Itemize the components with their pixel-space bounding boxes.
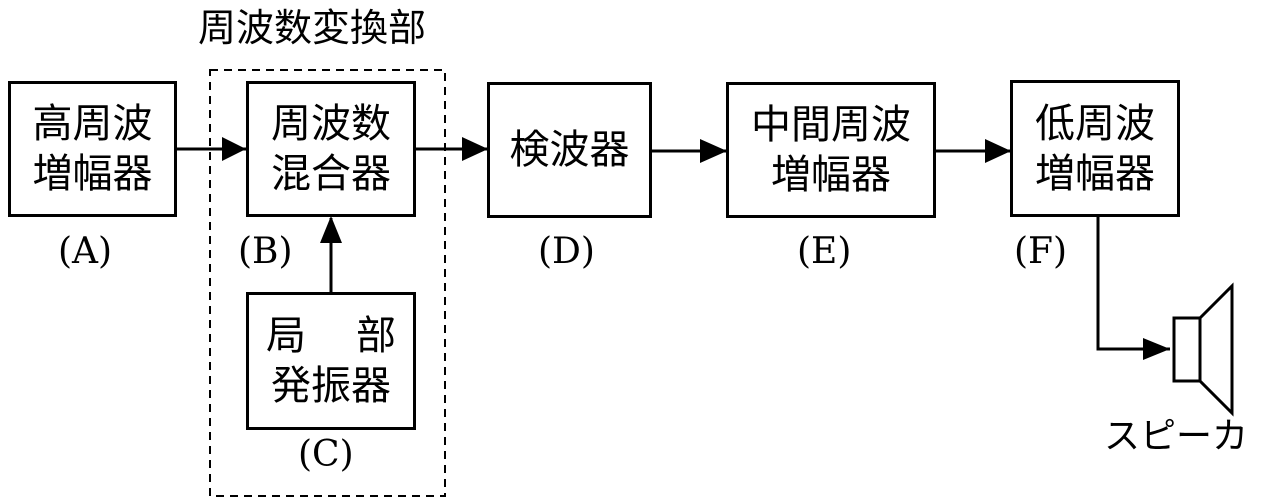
- block-rf-amplifier: 高周波 増幅器: [8, 81, 177, 217]
- block-e-line2: 増幅器: [771, 152, 891, 198]
- block-a-line1: 高周波: [32, 101, 153, 147]
- block-frequency-mixer: 周波数 混合器: [246, 81, 416, 217]
- block-b-line2: 混合器: [271, 151, 391, 197]
- block-detector: 検波器: [487, 82, 652, 218]
- label-f: (F): [1014, 231, 1068, 272]
- arrow-f-to-speaker: [1096, 216, 1170, 351]
- block-if-amplifier: 中間周波 増幅器: [726, 82, 936, 218]
- speaker-icon: [1172, 282, 1234, 417]
- block-f-line1: 低周波: [1035, 100, 1155, 147]
- block-d-line1: 検波器: [509, 127, 630, 173]
- block-b-line1: 周波数: [271, 101, 391, 147]
- block-f-line2: 増幅器: [1035, 150, 1155, 197]
- label-e: (E): [797, 231, 852, 272]
- block-af-amplifier: 低周波 増幅器: [1010, 80, 1180, 217]
- block-e-line1: 中間周波: [751, 102, 911, 148]
- label-d: (D): [538, 231, 595, 272]
- label-c: (C): [298, 434, 354, 475]
- speaker-label: スピーカ: [1104, 416, 1249, 457]
- block-c-line1a: 局: [266, 313, 306, 359]
- frequency-converter-group: [209, 69, 446, 497]
- block-c-line2: 発振器: [271, 363, 391, 409]
- label-b: (B): [238, 231, 293, 272]
- block-local-oscillator: 局 部 発振器: [246, 292, 416, 430]
- block-c-line1b: 部: [356, 313, 396, 359]
- group-title: 周波数変換部: [198, 6, 427, 50]
- block-a-line2: 増幅器: [32, 151, 153, 197]
- label-a: (A): [58, 231, 113, 272]
